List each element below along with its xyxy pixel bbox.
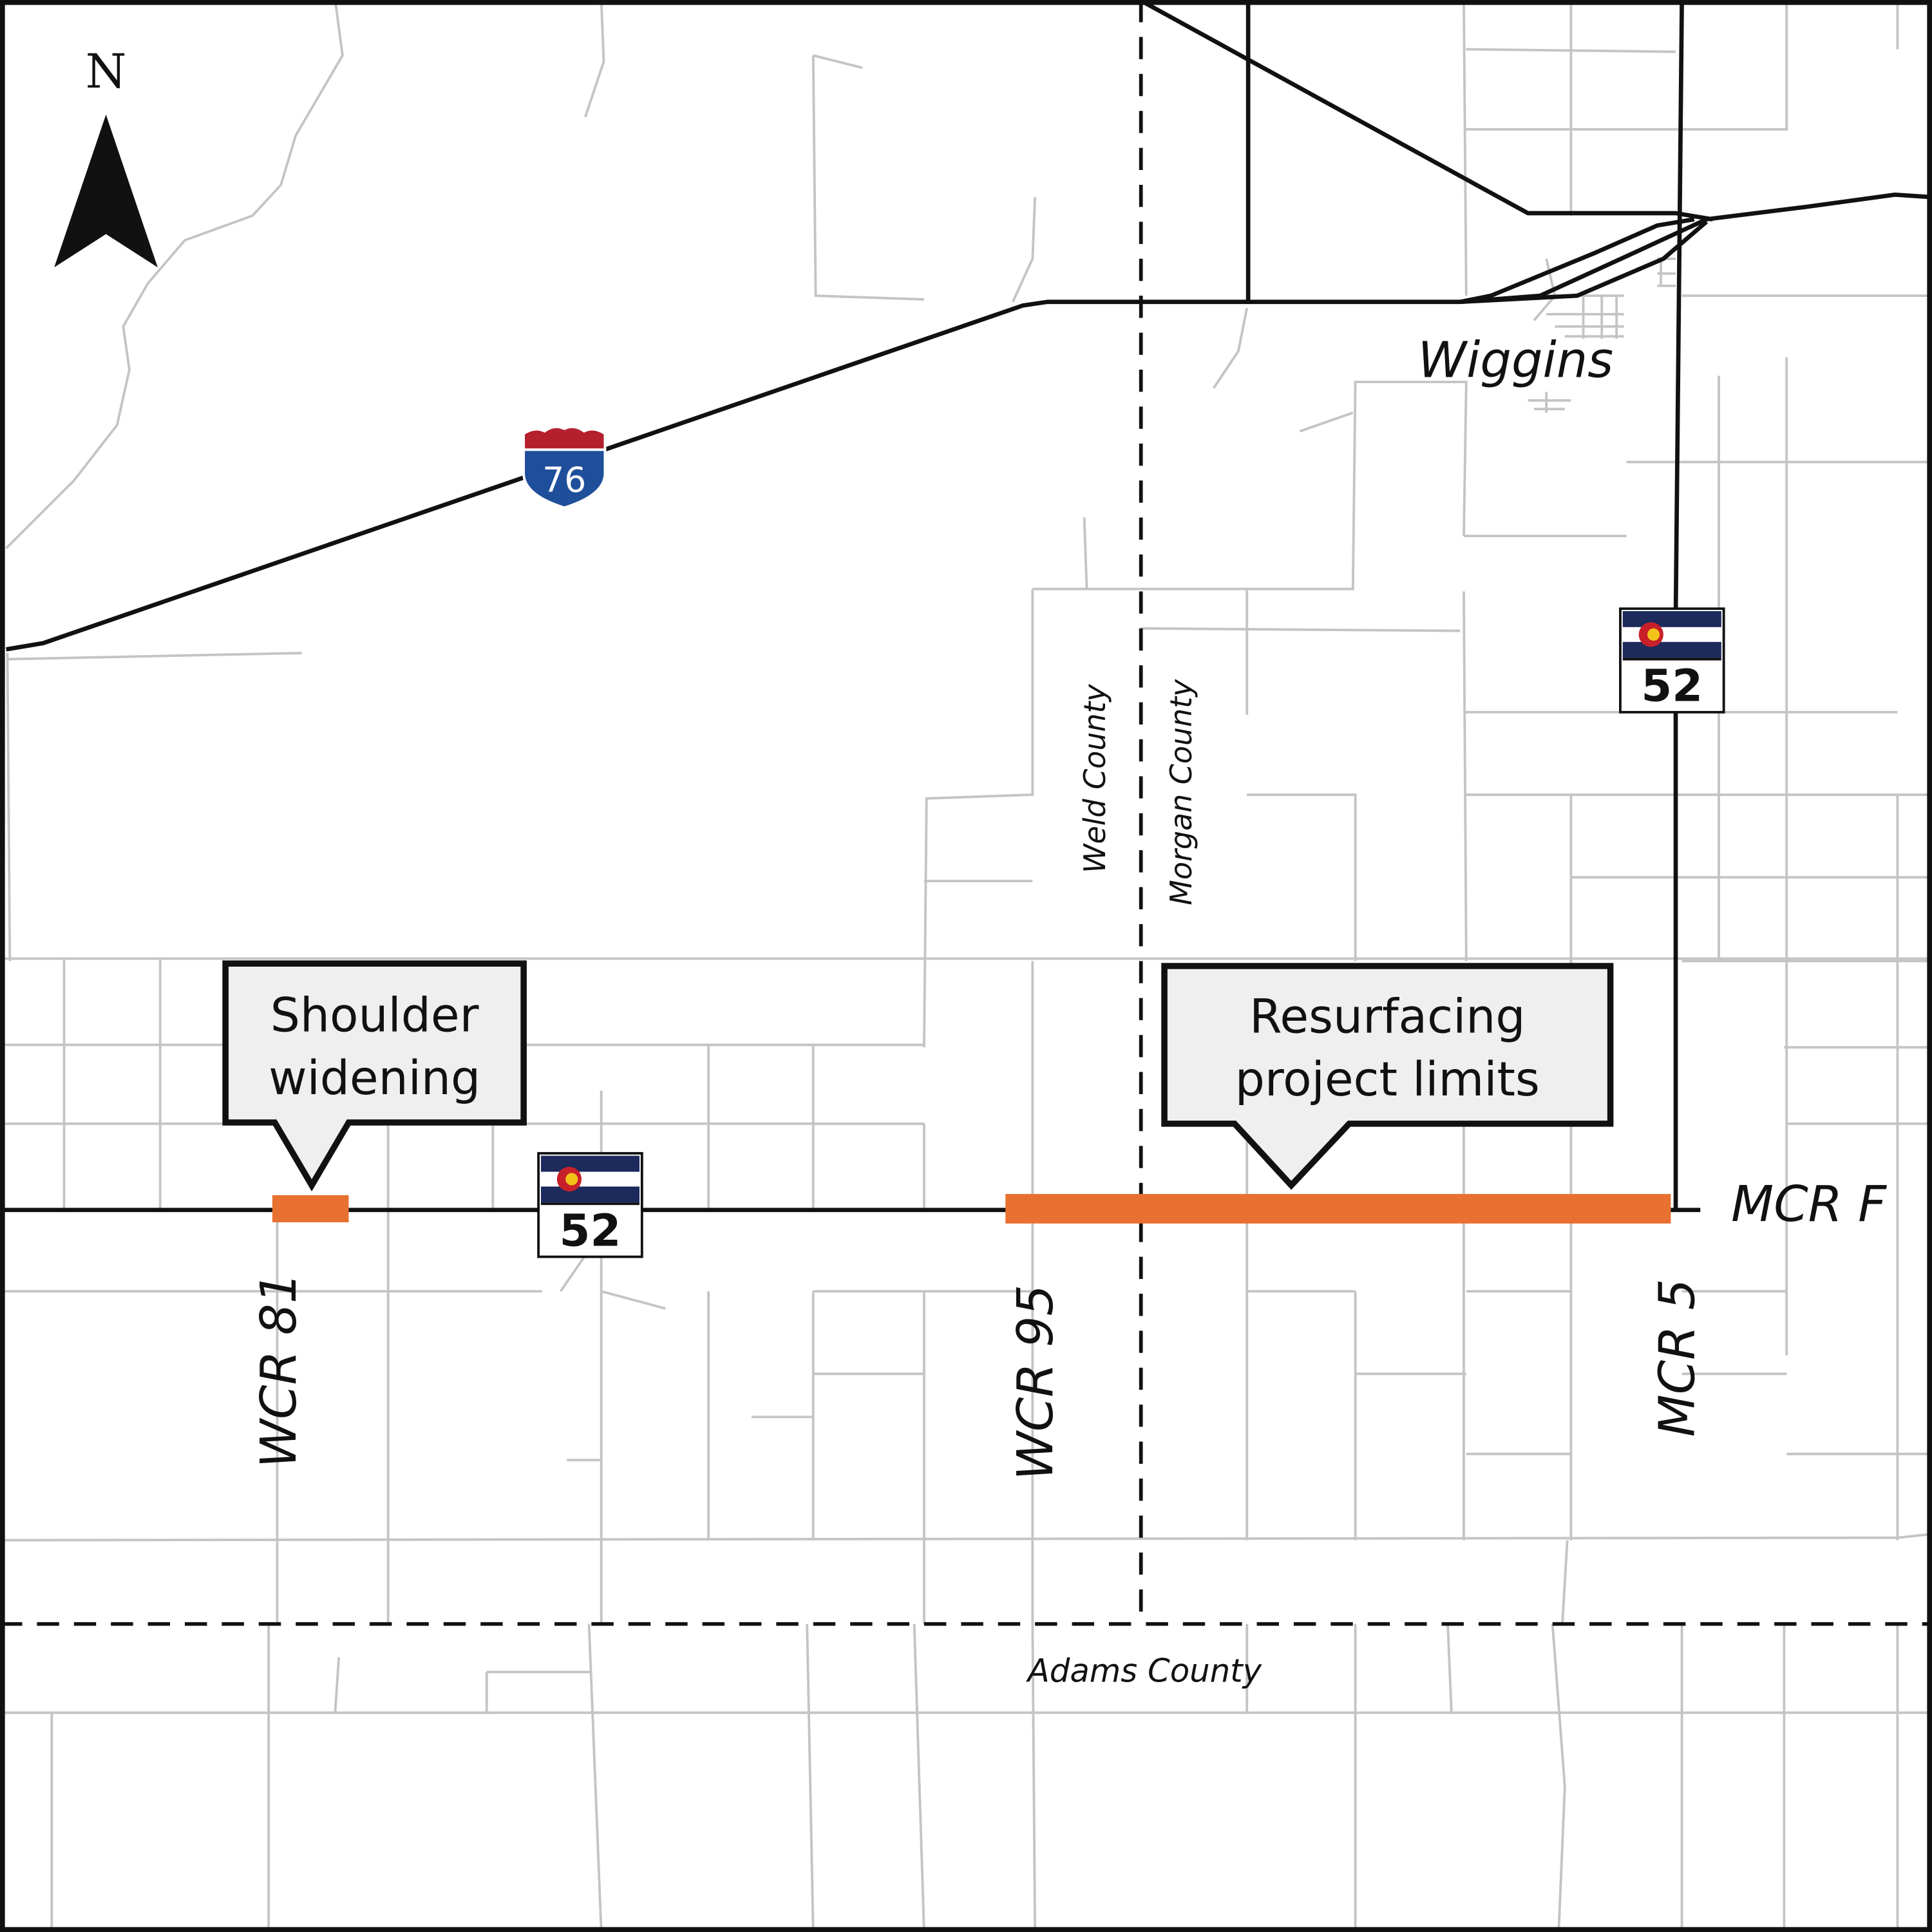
callout-resurfacing: Resurfacing project limits bbox=[1161, 963, 1614, 1190]
sh52-shield-west-number: 52 bbox=[560, 1205, 621, 1256]
county-label-morgan: Morgan County bbox=[1164, 679, 1198, 905]
sh52-shield-east: 52 bbox=[1619, 607, 1725, 714]
road-label-mcr5: MCR 5 bbox=[1649, 1279, 1707, 1437]
north-arrow-icon bbox=[54, 114, 158, 268]
sh52-shield-west: 52 bbox=[537, 1151, 643, 1258]
road-label-wcr95: WCR 95 bbox=[1007, 1285, 1065, 1481]
north-arrow-label: N bbox=[86, 45, 127, 99]
callout-shoulder-widening: Shoulder widening bbox=[222, 960, 527, 1191]
town-label-wiggins: Wiggins bbox=[1417, 332, 1613, 389]
shoulder-widening-segment bbox=[272, 1195, 349, 1222]
road-label-wcr81: WCR 81 bbox=[251, 1273, 308, 1468]
callout-resurfacing-line1: Resurfacing bbox=[1249, 990, 1525, 1044]
road-label-mcrf: MCR F bbox=[1731, 1176, 1887, 1233]
sh52-shield-east-number: 52 bbox=[1641, 661, 1703, 712]
interstate-76-shield: 76 bbox=[522, 425, 607, 509]
county-label-weld: Weld County bbox=[1077, 684, 1112, 873]
county-label-adams: Adams County bbox=[1026, 1653, 1262, 1690]
resurfacing-segment bbox=[1005, 1193, 1671, 1224]
project-segments bbox=[272, 1193, 1671, 1224]
callout-shoulder-line2: widening bbox=[269, 1052, 480, 1106]
callout-shoulder-line1: Shoulder bbox=[270, 989, 479, 1043]
county-boundaries bbox=[0, 0, 1932, 1626]
north-arrow: N bbox=[54, 45, 158, 268]
callout-resurfacing-line2: project limits bbox=[1235, 1053, 1540, 1107]
interstate-76-number: 76 bbox=[542, 459, 586, 500]
